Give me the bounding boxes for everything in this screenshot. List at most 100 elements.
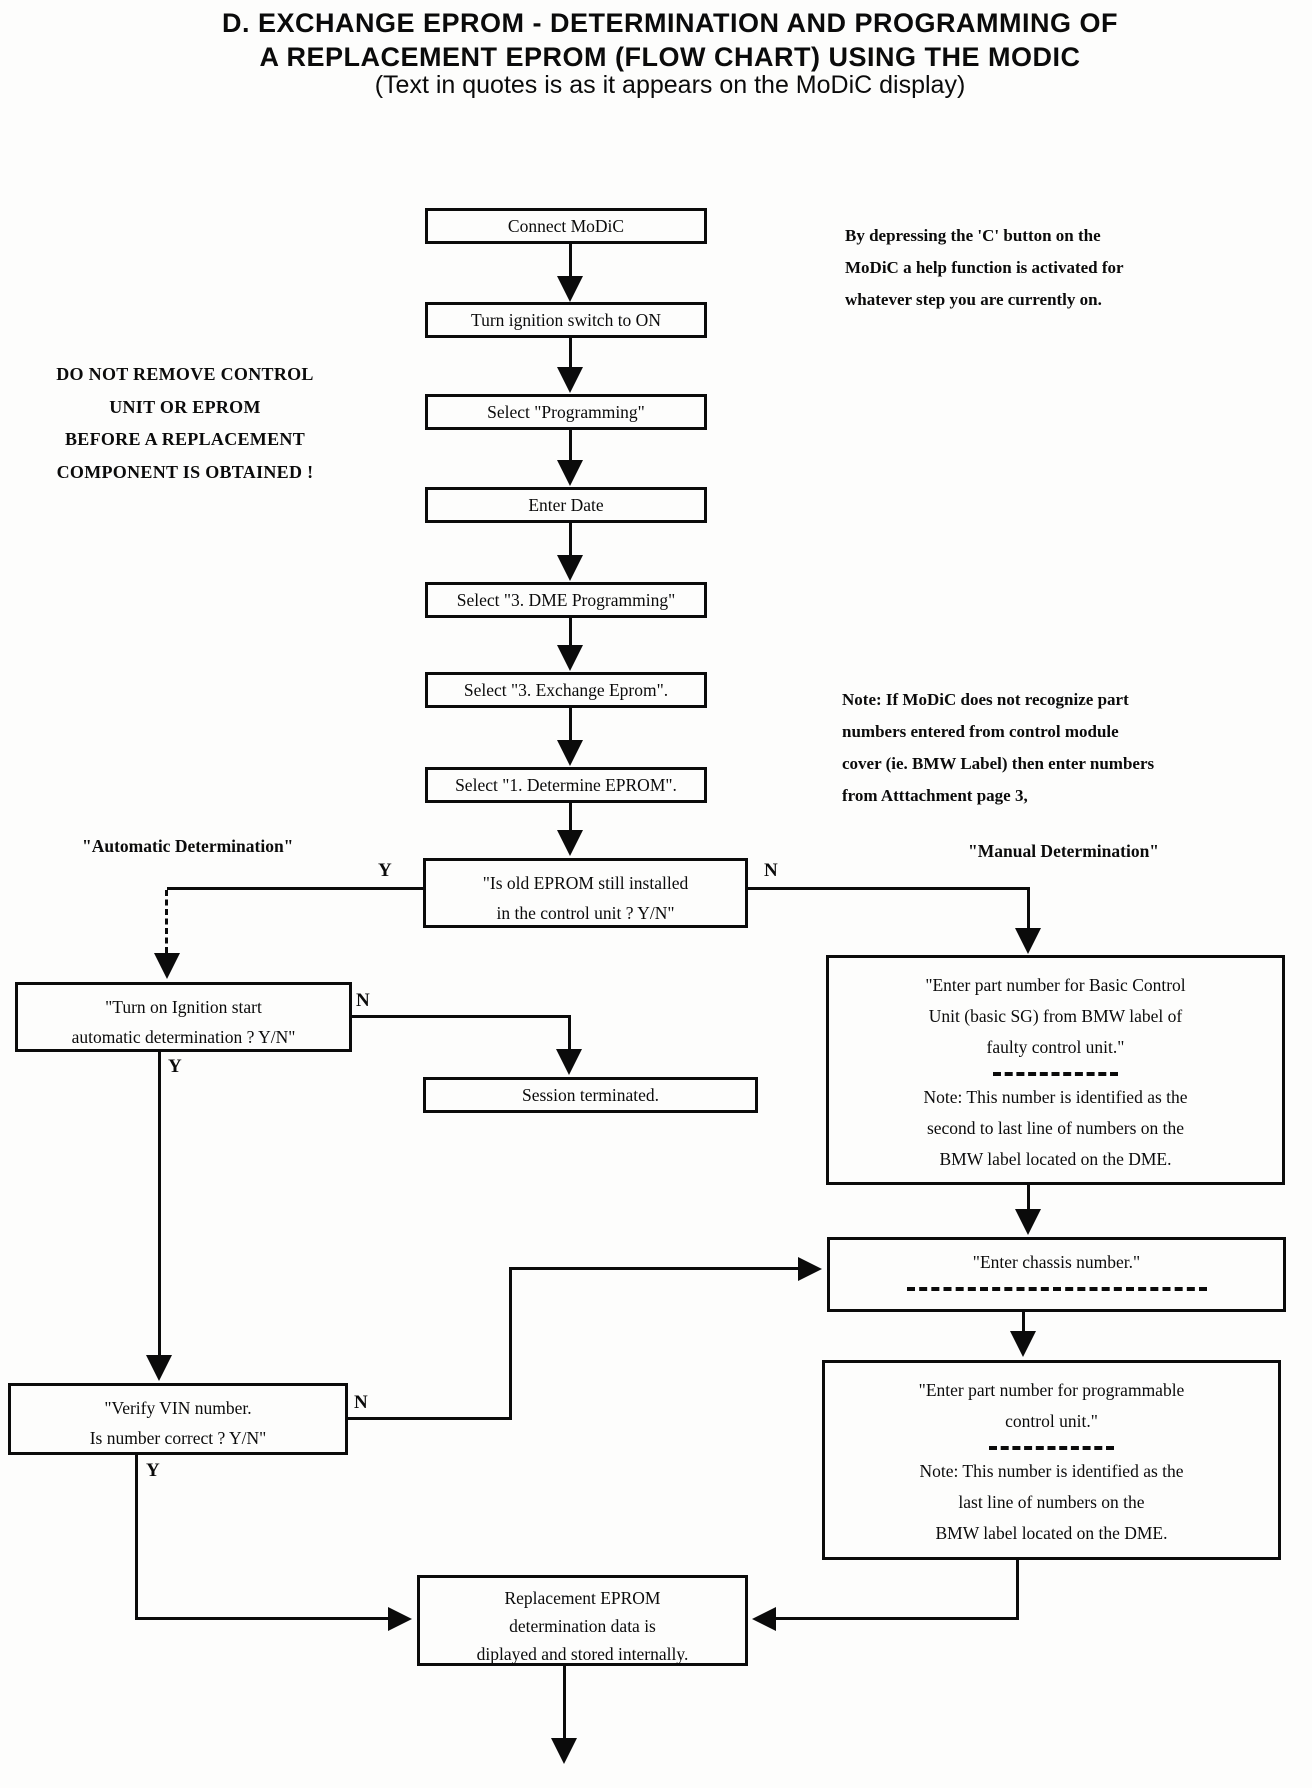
- warning-note: DO NOT REMOVE CONTROL UNIT OR EPROM BEFO…: [40, 358, 330, 488]
- connector-verify-y-vertical: [135, 1455, 138, 1620]
- flow-box-select-determine-eprom: Select "1. Determine EPROM".: [425, 767, 707, 803]
- arrowhead-down: [1015, 1209, 1041, 1235]
- connector-decision-y-vertical-dashed: [165, 890, 168, 953]
- replacement-line1: Replacement EPROM: [504, 1588, 661, 1608]
- automatic-determination-label: "Automatic Determination": [82, 836, 294, 856]
- connector-turnon-n-horizontal: [352, 1015, 570, 1018]
- help-note-line2: MoDiC a help function is activated for: [845, 258, 1124, 277]
- flow-box-select-exchange-eprom: Select "3. Exchange Eprom".: [425, 672, 707, 708]
- flow-box-basic-control-unit: "Enter part number for Basic Control Uni…: [826, 955, 1285, 1185]
- basic-unit-line2: Unit (basic SG) from BMW label of: [928, 1006, 1183, 1026]
- basic-unit-line3: faulty control unit.": [986, 1037, 1125, 1057]
- basic-unit-line1: "Enter part number for Basic Control: [925, 975, 1186, 995]
- connector-chassis-programmable: [1022, 1312, 1025, 1333]
- connector-programmable-horizontal: [776, 1617, 1019, 1620]
- modic-note-line1: Note: If MoDiC does not recognize part: [842, 690, 1129, 709]
- arrowhead-down: [556, 1049, 582, 1075]
- flow-box-replacement-eprom: Replacement EPROM determination data is …: [417, 1575, 748, 1666]
- flow-box-session-terminated: Session terminated.: [423, 1077, 758, 1113]
- turn-on-ignition-line1: "Turn on Ignition start: [105, 997, 262, 1017]
- arrowhead-down: [557, 460, 583, 486]
- programmable-unit-line1: "Enter part number for programmable: [918, 1380, 1185, 1400]
- modic-note-line2: numbers entered from control module: [842, 722, 1119, 741]
- help-note-line3: whatever step you are currently on.: [845, 290, 1102, 309]
- connector-turnon-y-vertical: [158, 1052, 161, 1357]
- flow-box-enter-chassis-number: "Enter chassis number.": [827, 1237, 1286, 1312]
- arrowhead-down: [557, 740, 583, 766]
- basic-unit-note-line1: Note: This number is identified as the: [923, 1087, 1188, 1107]
- arrowhead-down: [557, 645, 583, 671]
- connector-programming-date: [569, 430, 572, 462]
- programmable-unit-line2: control unit.": [1005, 1411, 1098, 1431]
- warning-line2: UNIT OR EPROM: [109, 396, 261, 417]
- help-note: By depressing the 'C' button on the MoDi…: [845, 220, 1165, 316]
- verify-vin-line2: Is number correct ? Y/N": [89, 1428, 267, 1448]
- connector-decision-n-vertical: [1027, 887, 1030, 930]
- modic-note: Note: If MoDiC does not recognize part n…: [842, 684, 1182, 812]
- page-subtitle: (Text in quotes is as it appears on the …: [374, 71, 966, 99]
- connector-turnon-n-vertical: [568, 1015, 571, 1051]
- dashed-separator: [906, 1287, 1207, 1291]
- branch-label-y: Y: [168, 1056, 182, 1077]
- connector-replacement-exit: [563, 1666, 566, 1740]
- warning-line1: DO NOT REMOVE CONTROL: [56, 364, 314, 384]
- page-title: D. EXCHANGE EPROM - DETERMINATION AND PR…: [110, 6, 1230, 74]
- programmable-unit-note-line1: Note: This number is identified as the: [919, 1461, 1184, 1481]
- arrowhead-right: [798, 1257, 822, 1281]
- connector-verify-n-horizontal2: [509, 1267, 798, 1270]
- arrowhead-left: [752, 1607, 776, 1631]
- old-eprom-line2: in the control unit ? Y/N": [496, 903, 675, 923]
- arrowhead-right: [388, 1607, 412, 1631]
- arrowhead-down: [557, 830, 583, 856]
- basic-unit-note-line3: BMW label located on the DME.: [939, 1149, 1172, 1169]
- replacement-line3: diplayed and stored internally.: [476, 1644, 689, 1664]
- arrowhead-down: [1010, 1331, 1036, 1357]
- arrowhead-down: [154, 953, 180, 979]
- page-title-line1: D. EXCHANGE EPROM - DETERMINATION AND PR…: [222, 8, 1118, 38]
- flow-box-select-programming: Select "Programming": [425, 394, 707, 430]
- connector-decision-n-horizontal: [748, 887, 1030, 890]
- warning-line3: BEFORE A REPLACEMENT: [64, 429, 306, 449]
- old-eprom-line1: "Is old EPROM still installed: [482, 873, 689, 893]
- connector-programmable-vertical: [1016, 1560, 1019, 1620]
- turn-on-ignition-line2: automatic determination ? Y/N": [71, 1027, 296, 1047]
- flow-box-select-dme-programming: Select "3. DME Programming": [425, 582, 707, 618]
- flow-box-enter-date: Enter Date: [425, 487, 707, 523]
- connector-verify-n-vertical: [509, 1267, 512, 1420]
- help-note-line1: By depressing the 'C' button on the: [845, 226, 1101, 245]
- flow-box-connect-modic: Connect MoDiC: [425, 208, 707, 244]
- connector-connect-ignition: [569, 244, 572, 278]
- flow-box-programmable-control-unit: "Enter part number for programmable cont…: [822, 1360, 1281, 1560]
- decision-box-verify-vin: "Verify VIN number. Is number correct ? …: [8, 1383, 348, 1455]
- arrowhead-down: [1015, 928, 1041, 954]
- replacement-line2: determination data is: [509, 1616, 656, 1636]
- arrowhead-down: [146, 1355, 172, 1381]
- connector-date-dme: [569, 523, 572, 557]
- connector-decision-y-horizontal: [167, 887, 423, 890]
- programmable-unit-note-line2: last line of numbers on the: [958, 1492, 1145, 1512]
- flow-box-turn-ignition-on: Turn ignition switch to ON: [425, 302, 707, 338]
- dashed-separator: [993, 1072, 1118, 1076]
- chassis-number-line: "Enter chassis number.": [972, 1252, 1141, 1272]
- connector-verify-n-horizontal1: [348, 1417, 512, 1420]
- verify-vin-line1: "Verify VIN number.: [104, 1398, 252, 1418]
- connector-ignition-programming: [569, 338, 572, 370]
- branch-label-y: Y: [378, 860, 392, 881]
- branch-label-n: N: [354, 1392, 368, 1413]
- connector-exchange-determine: [569, 708, 572, 740]
- arrowhead-down: [551, 1738, 577, 1764]
- arrowhead-down: [557, 555, 583, 581]
- connector-basic-chassis: [1027, 1185, 1030, 1211]
- programmable-unit-note-line3: BMW label located on the DME.: [935, 1523, 1168, 1543]
- connector-determine-decision: [569, 803, 572, 831]
- branch-label-y: Y: [146, 1460, 160, 1481]
- page-title-line2: A REPLACEMENT EPROM (FLOW CHART) USING T…: [259, 42, 1081, 72]
- branch-label-n: N: [356, 990, 370, 1011]
- warning-line4: COMPONENT IS OBTAINED !: [56, 461, 314, 482]
- decision-box-turn-on-ignition: "Turn on Ignition start automatic determ…: [15, 982, 352, 1052]
- modic-note-line4: from Atttachment page 3,: [842, 786, 1028, 805]
- manual-determination-label: "Manual Determination": [968, 841, 1160, 861]
- dashed-separator: [989, 1446, 1114, 1450]
- connector-dme-exchange: [569, 618, 572, 648]
